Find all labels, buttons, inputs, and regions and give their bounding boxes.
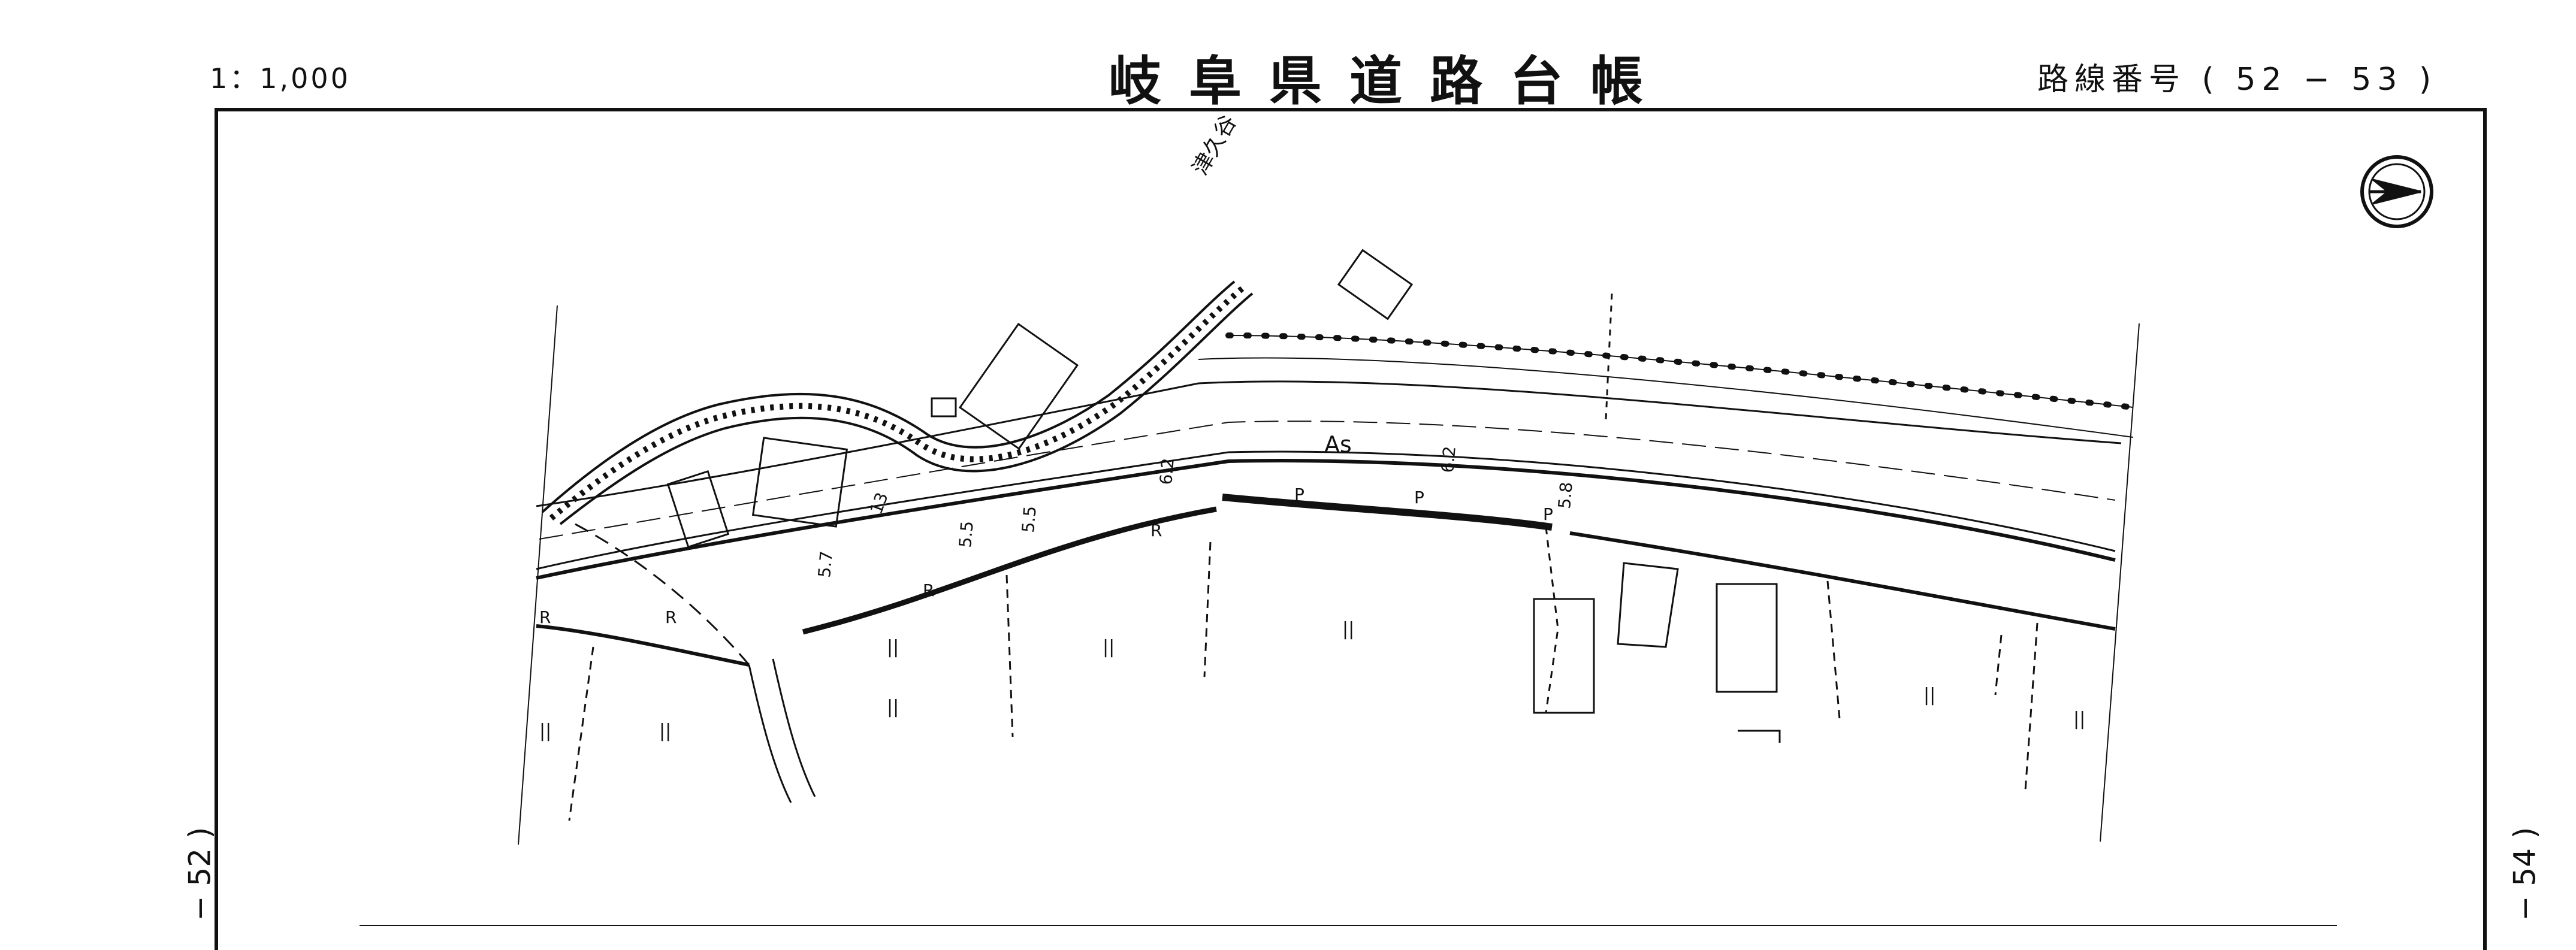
field-mark: || (1103, 637, 1115, 658)
field-mark: || (1923, 685, 1935, 706)
river-name: 津久谷 (1188, 111, 1242, 179)
route-number-label: 路線番号 (2037, 62, 2187, 98)
retaining-label: R (1150, 521, 1162, 540)
road-edge-north (536, 380, 2122, 507)
building (751, 437, 848, 528)
map-scale: 1：1,000 (210, 62, 351, 95)
parking-label: P (1414, 488, 1424, 507)
width-label: 6.2 (1156, 457, 1178, 485)
route-to: 53 (2351, 62, 2403, 98)
map-frame (215, 108, 2487, 950)
width-label: 6.2 (1438, 445, 1460, 473)
pavement-label: As (1324, 431, 1352, 458)
parking-label: P (1543, 504, 1553, 524)
route-dash: − (2303, 62, 2336, 98)
route-close: ) (2418, 62, 2438, 98)
retaining-label: R (665, 607, 677, 627)
centerline (539, 420, 2116, 540)
river-bank-east (559, 292, 1254, 525)
north-arrow-icon (2360, 155, 2433, 228)
page-title: 岐阜県道路台帳 (1109, 50, 1671, 112)
field-mark: || (887, 637, 899, 658)
retaining-label: R (923, 580, 934, 600)
road-edge-south (536, 459, 2116, 580)
route-from: 52 (2236, 62, 2288, 98)
retaining-wall-south (802, 506, 1217, 635)
river-bank-west (541, 280, 1236, 513)
width-label: 5.7 (814, 550, 836, 578)
field-mark: || (1342, 619, 1354, 640)
field-mark: || (659, 721, 671, 742)
width-label: 5.8 (1554, 481, 1577, 509)
width-label: 5.5 (955, 520, 977, 548)
width-label: 5.5 (1018, 505, 1040, 533)
field-mark: || (887, 697, 899, 718)
retaining-label: R (539, 607, 551, 627)
field-mark: || (539, 721, 551, 742)
field-mark: || (2073, 709, 2085, 730)
parking-label: P (1294, 485, 1304, 504)
route-number: 路線番号 ( 52 − 53 ) (2037, 54, 2437, 99)
route-open: ( (2201, 62, 2220, 98)
